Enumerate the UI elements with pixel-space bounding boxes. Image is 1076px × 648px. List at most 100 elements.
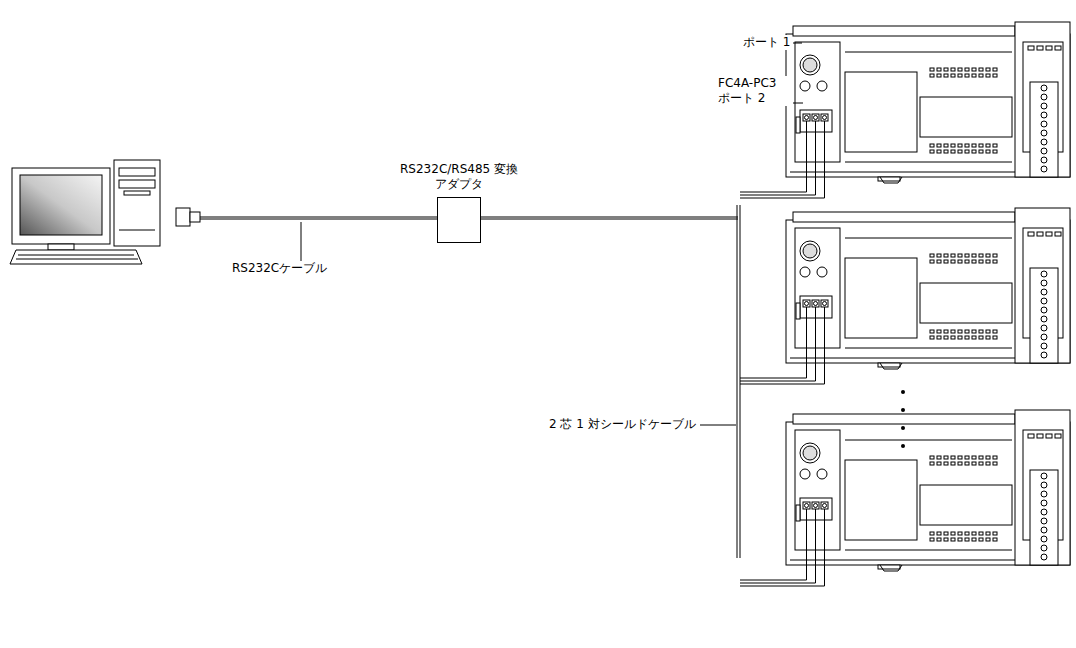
plc-part [979,254,983,257]
plc-part [986,538,990,541]
plc-part [1015,208,1070,363]
plc-part [986,144,990,147]
plc-part [965,260,969,263]
plc-part [972,330,976,333]
plc-part [795,42,840,162]
plc-part [986,336,990,339]
plc-part [1041,491,1047,497]
plc-part [965,150,969,153]
plc-part [979,336,983,339]
plc-part [920,283,1012,323]
plc-part [1041,94,1047,100]
plc-part [993,462,997,465]
plc-part [817,267,827,277]
plc-part [979,260,983,263]
plc-part [979,68,983,71]
plc-part [740,121,816,195]
plc-part [958,144,962,147]
plc-part [796,303,800,319]
plc-part [800,241,820,261]
plc-part [1041,518,1047,524]
plc-part [965,538,969,541]
plc-part [1041,271,1047,277]
plc-part [740,121,807,192]
plc-part [812,502,819,509]
cables [200,205,740,558]
plc-part [1041,316,1047,322]
plc-part [1041,289,1047,295]
plc-part [1015,22,1070,177]
plc-part [993,538,997,541]
plc-part [993,532,997,535]
plc-part [944,260,948,263]
plc-part [1041,103,1047,109]
plc-part [803,300,810,307]
plc-part [845,238,1012,239]
plc-part [740,307,807,378]
plc-part [845,348,1012,349]
plc-part [979,330,983,333]
plc-part [972,74,976,77]
plc-part [800,469,810,479]
plc-part [958,254,962,257]
plc-part [1041,500,1047,506]
plc-part [972,68,976,71]
plc-part [1037,434,1043,438]
plc-part [814,116,818,120]
plc-part [1037,232,1043,236]
plc-part [986,532,990,535]
cable-label: RS232Cケーブル [230,261,329,276]
plc-part [1041,482,1047,488]
plc-part [823,302,827,306]
plc-part [796,117,800,133]
plc-part [944,150,948,153]
plc-part [965,74,969,77]
plc-part [951,74,955,77]
plc-part [1041,352,1047,358]
plc-part [930,254,934,257]
plc-part [937,68,941,71]
continuation-dots [901,390,905,448]
plc-part [958,336,962,339]
plc-part [845,440,1012,441]
plc-part [1041,325,1047,331]
plc-part [1030,470,1058,565]
plc-part [1041,545,1047,551]
plc-part [920,485,1012,525]
plc-part [1030,268,1058,363]
plc-part [812,300,819,307]
plc-part [965,336,969,339]
plc-part [944,532,948,535]
plc-part [958,68,962,71]
plc-part [1041,130,1047,136]
plc-part [937,74,941,77]
plc-part [965,456,969,459]
plc-part [930,532,934,535]
plc-part [951,462,955,465]
plc-part [958,260,962,263]
plc-part [979,150,983,153]
plc-part [1037,46,1043,50]
plc-part [979,74,983,77]
plc-part [845,460,917,540]
plc-part [1028,434,1034,438]
plc-part [993,456,997,459]
plc-part [814,302,818,306]
plc-part [986,254,990,257]
plc-part [937,260,941,263]
plc-units [740,22,1070,586]
plc-part [958,538,962,541]
cable-label: 2 芯 1 対シールドケーブル [547,417,698,432]
plc-part [1046,46,1052,50]
plc-part [965,532,969,535]
plc-part [944,254,948,257]
plc-part [812,114,819,121]
plc-part [965,462,969,465]
plc-part [814,504,818,508]
plc-part [951,150,955,153]
plc-part [1046,232,1052,236]
plc-part [1041,157,1047,163]
plc-part [1055,434,1061,438]
plc-part [972,260,976,263]
plc-part [880,363,902,369]
